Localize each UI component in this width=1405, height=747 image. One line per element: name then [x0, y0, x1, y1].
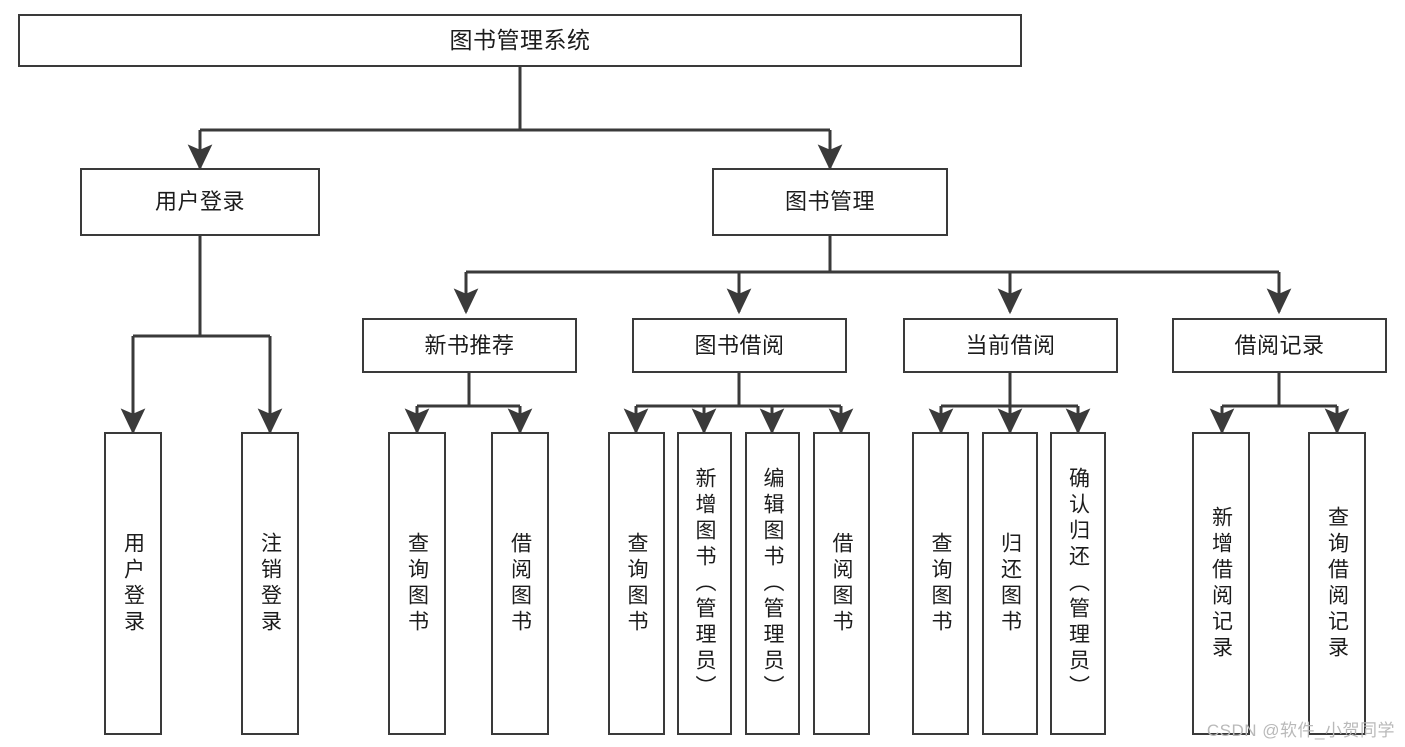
node-label: 注销登录 — [258, 531, 282, 636]
leaf-borrow-record-add[interactable]: 新增借阅记录 — [1192, 432, 1250, 735]
leaf-book-borrow-edit[interactable]: 编辑图书（管理员） — [745, 432, 800, 735]
node-root-library-system[interactable]: 图书管理系统 — [18, 14, 1022, 67]
leaf-book-borrow-add[interactable]: 新增图书（管理员） — [677, 432, 732, 735]
node-label: 新增借阅记录 — [1209, 505, 1233, 662]
node-label: 编辑图书（管理员） — [761, 466, 784, 701]
leaf-borrow-record-query[interactable]: 查询借阅记录 — [1308, 432, 1366, 735]
node-book-management[interactable]: 图书管理 — [712, 168, 948, 236]
node-label: 图书管理系统 — [449, 26, 591, 53]
node-label: 新增图书（管理员） — [693, 466, 716, 701]
node-label: 归还图书 — [998, 531, 1022, 636]
leaf-user-login-signout[interactable]: 注销登录 — [241, 432, 299, 735]
node-label: 当前借阅 — [965, 332, 1056, 358]
node-user-login[interactable]: 用户登录 — [80, 168, 320, 236]
node-label: 查询图书 — [929, 531, 952, 636]
node-label: 查询借阅记录 — [1325, 505, 1349, 662]
leaf-new-book-borrow[interactable]: 借阅图书 — [491, 432, 549, 735]
node-label: 借阅记录 — [1234, 332, 1325, 358]
node-label: 确认归还（管理员） — [1066, 466, 1090, 701]
leaf-book-borrow-query[interactable]: 查询图书 — [608, 432, 665, 735]
node-current-borrow[interactable]: 当前借阅 — [903, 318, 1118, 373]
leaf-new-book-query[interactable]: 查询图书 — [388, 432, 446, 735]
node-label: 用户登录 — [121, 531, 145, 636]
node-label: 查询图书 — [405, 531, 429, 636]
leaf-book-borrow-lend[interactable]: 借阅图书 — [813, 432, 870, 735]
node-label: 新书推荐 — [424, 332, 515, 358]
leaf-user-login-signin[interactable]: 用户登录 — [104, 432, 162, 735]
leaf-current-borrow-confirm-return[interactable]: 确认归还（管理员） — [1050, 432, 1106, 735]
leaf-current-borrow-query[interactable]: 查询图书 — [912, 432, 969, 735]
node-label: 借阅图书 — [830, 531, 853, 636]
leaf-current-borrow-return[interactable]: 归还图书 — [982, 432, 1038, 735]
node-label: 借阅图书 — [508, 531, 532, 636]
node-borrow-record[interactable]: 借阅记录 — [1172, 318, 1387, 373]
node-new-book-recommend[interactable]: 新书推荐 — [362, 318, 577, 373]
node-label: 图书管理 — [784, 189, 875, 215]
node-label: 图书借阅 — [694, 332, 785, 358]
node-label: 用户登录 — [154, 189, 245, 215]
node-book-borrow[interactable]: 图书借阅 — [632, 318, 847, 373]
node-label: 查询图书 — [625, 531, 648, 636]
